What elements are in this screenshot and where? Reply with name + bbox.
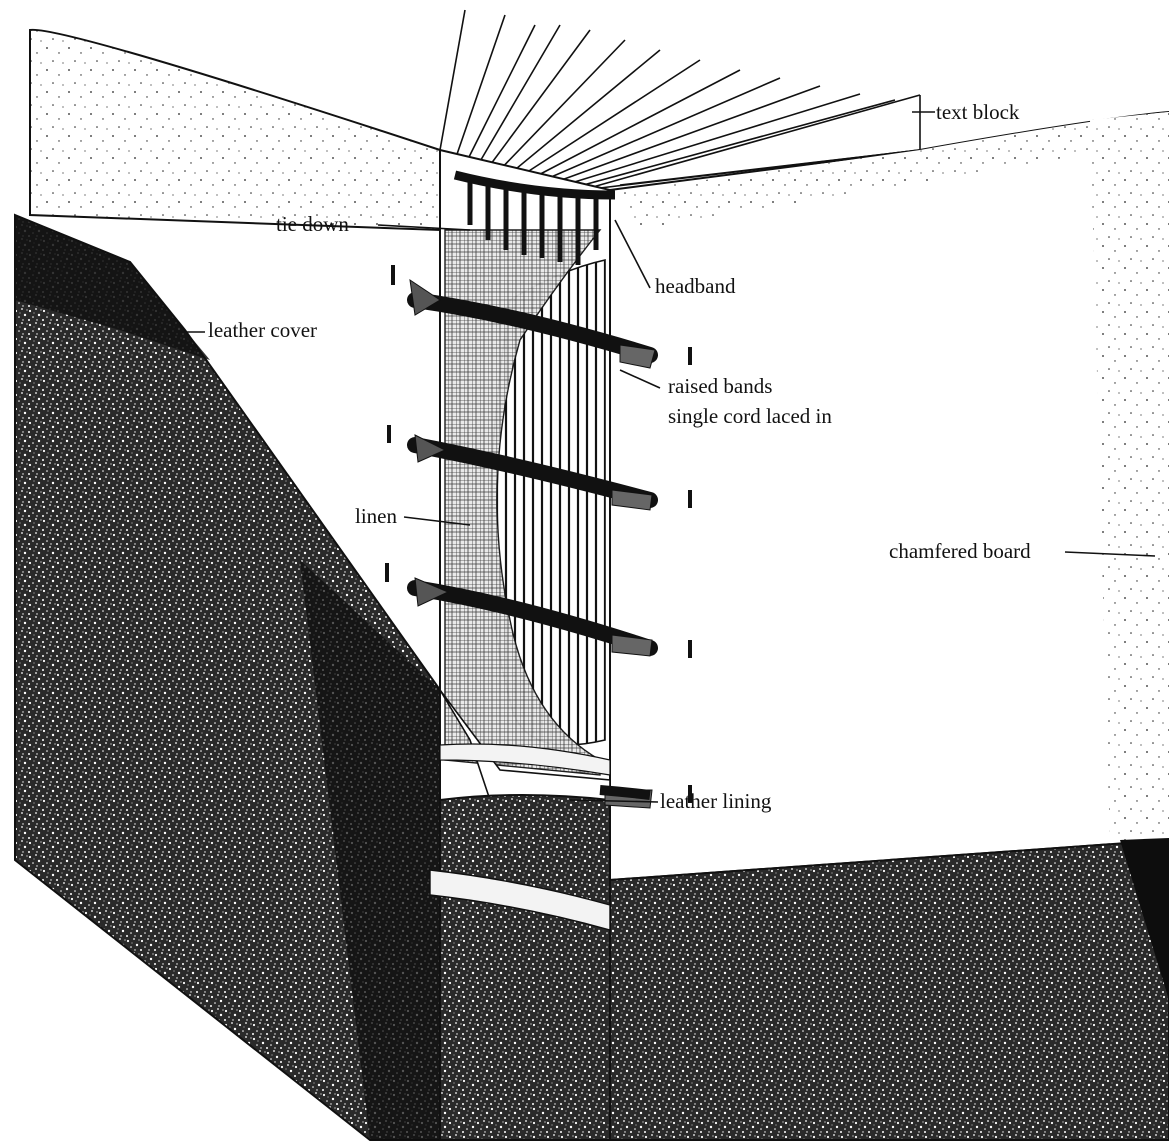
label-raised-bands: raised bands [668,374,772,398]
label-leather-lining: leather lining [660,789,772,813]
label-leather-cover: leather cover [208,318,317,342]
label-single-cord: single cord laced in [668,404,832,428]
label-tie-down: tie down [276,212,349,236]
label-linen: linen [355,504,397,528]
spine-lower-leather [440,795,610,1140]
label-chamfered-board: chamfered board [889,539,1031,563]
left-board-top [30,30,440,230]
label-text-block: text block [936,100,1020,124]
label-headband: headband [655,274,736,298]
right-leather-cover [610,840,1169,1140]
raised-band-4 [600,790,652,808]
right-board [610,112,1169,880]
